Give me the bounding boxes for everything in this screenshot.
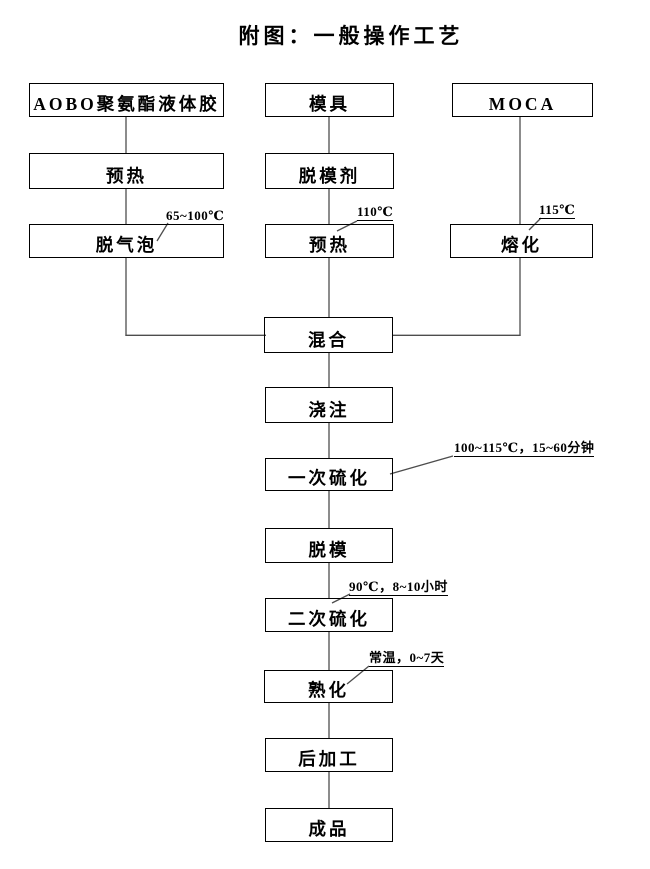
leader-line <box>389 455 454 475</box>
node-moca: MOCA <box>452 83 593 117</box>
node-preheat-mold: 预热 <box>265 224 394 258</box>
leader-line <box>156 222 169 242</box>
leader-line <box>336 220 358 232</box>
node-mold: 模具 <box>265 83 394 117</box>
annotation-secondary-cure-condition: 90℃，8~10小时 <box>349 579 448 596</box>
node-pour: 浇注 <box>265 387 393 423</box>
node-mature: 熟化 <box>264 670 393 703</box>
node-secondary-cure: 二次硫化 <box>265 598 393 632</box>
node-finished-product: 成品 <box>265 808 393 842</box>
node-mix: 混合 <box>264 317 393 353</box>
node-melt: 熔化 <box>450 224 593 258</box>
node-preheat-glue: 预热 <box>29 153 224 189</box>
node-primary-cure: 一次硫化 <box>265 458 393 491</box>
diagram-title: 附图：一般操作工艺 <box>238 24 464 48</box>
annotation-primary-cure-condition: 100~115℃，15~60分钟 <box>454 440 595 457</box>
node-aobo: AOBO聚氨酯液体胶 <box>29 83 224 117</box>
leader-line <box>346 665 370 685</box>
node-post-process: 后加工 <box>265 738 393 772</box>
annotation-melt-temp: 115℃ <box>539 202 576 219</box>
annotation-mold-preheat-temp: 110℃ <box>357 204 394 221</box>
node-degas: 脱气泡 <box>29 224 224 258</box>
annotation-mature-condition: 常温，0~7天 <box>369 650 445 667</box>
node-demold: 脱模 <box>265 528 393 563</box>
annotation-degas-temp: 65~100℃ <box>166 208 225 223</box>
node-release-agent: 脱模剂 <box>265 153 394 189</box>
